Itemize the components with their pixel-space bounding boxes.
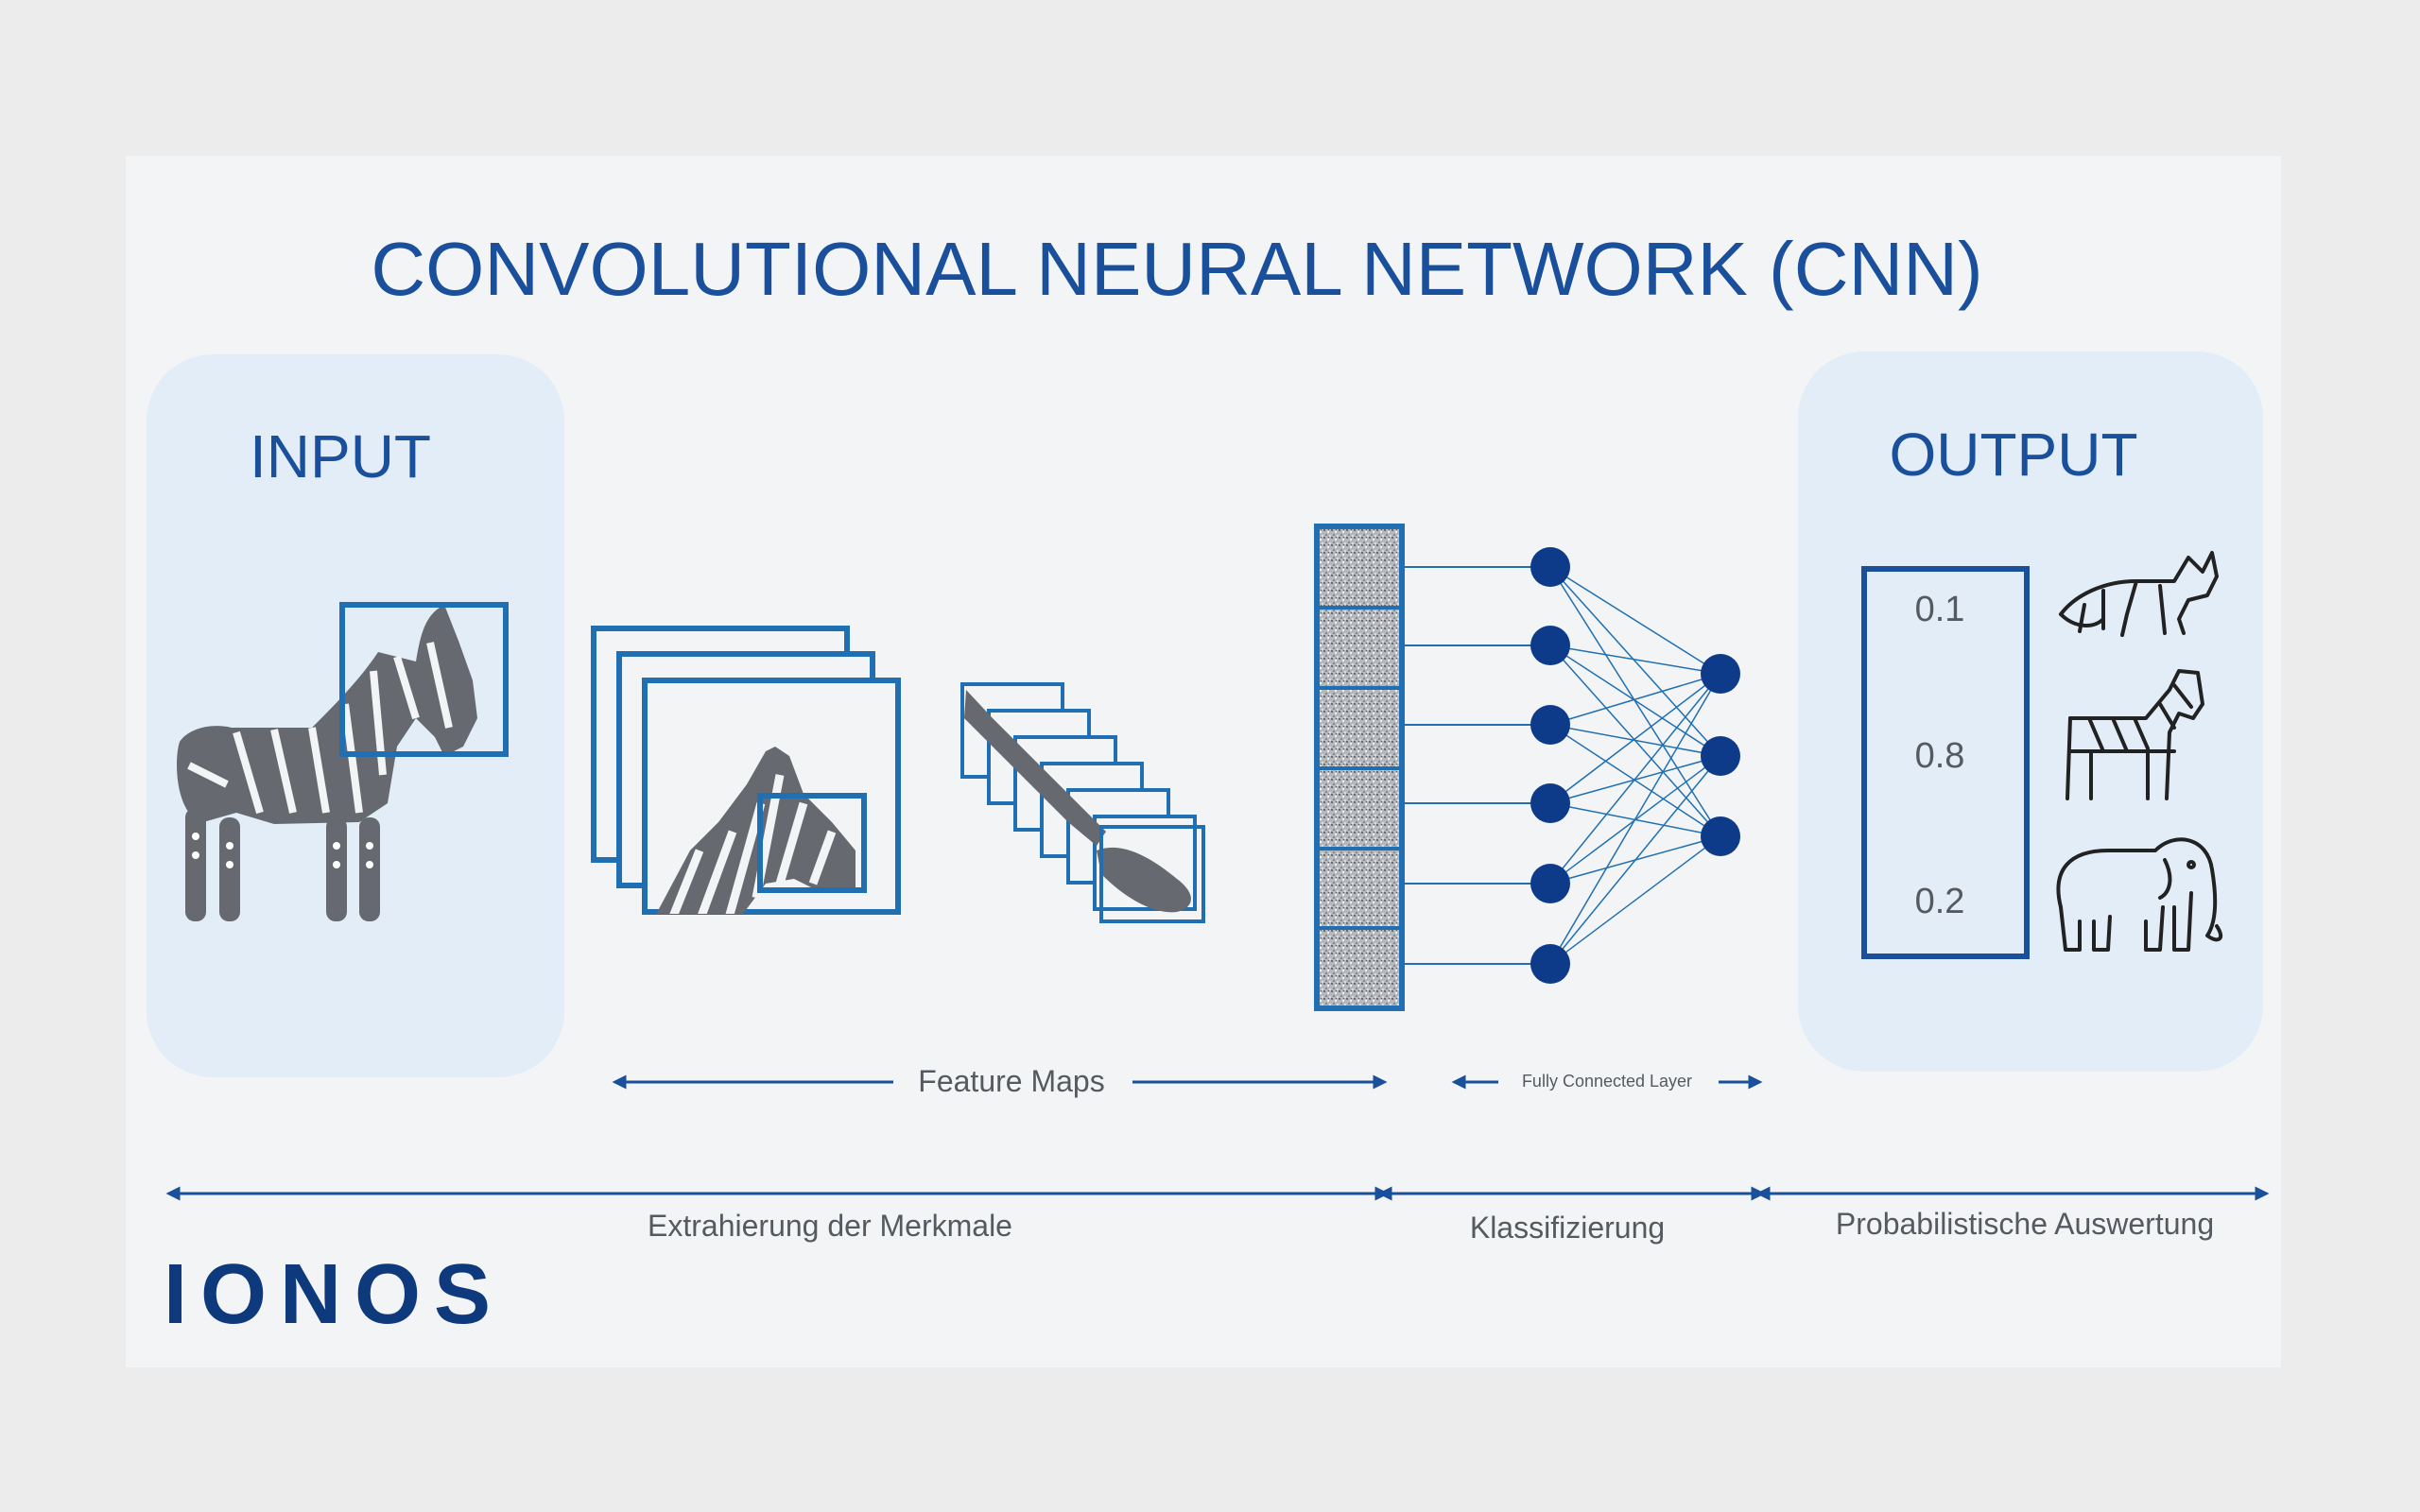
hidden-neuron bbox=[1530, 864, 1570, 903]
hidden-neuron bbox=[1530, 705, 1570, 745]
output-neuron bbox=[1701, 736, 1740, 776]
stage-extraction-label: Extrahierung der Merkmale bbox=[648, 1209, 1012, 1243]
elephant-icon bbox=[2056, 837, 2223, 952]
probability-zebra: 0.8 bbox=[1915, 736, 1965, 776]
feature-maps-label: Feature Maps bbox=[918, 1064, 1104, 1098]
fc-edge bbox=[1549, 644, 1721, 675]
fully-connected-network bbox=[1402, 547, 1740, 984]
fc-edge bbox=[1549, 673, 1721, 726]
fc-edge bbox=[1549, 673, 1721, 965]
output-neuron bbox=[1701, 654, 1740, 694]
stage-evaluation-label: Probabilistische Auswertung bbox=[1836, 1207, 2214, 1241]
fc-edge bbox=[1549, 724, 1721, 757]
receptive-field-box bbox=[339, 602, 509, 757]
input-label: INPUT bbox=[250, 422, 431, 490]
fc-edge bbox=[1549, 673, 1721, 885]
fc-edge bbox=[1549, 755, 1721, 965]
flatten-layer bbox=[1314, 524, 1405, 1011]
fully-connected-label: Fully Connected Layer bbox=[1522, 1072, 1692, 1091]
fox-icon bbox=[2059, 551, 2219, 637]
hidden-neuron bbox=[1530, 626, 1570, 665]
zebra-class-icon bbox=[2066, 669, 2204, 800]
hidden-neuron bbox=[1530, 783, 1570, 823]
probability-elephant: 0.2 bbox=[1915, 882, 1965, 921]
feature-map-stack-small bbox=[960, 682, 1205, 923]
output-neuron bbox=[1701, 816, 1740, 856]
stage-classification-label: Klassifizierung bbox=[1470, 1211, 1665, 1245]
fc-edge bbox=[1549, 673, 1721, 804]
probability-vector bbox=[1861, 566, 2030, 959]
diagram-title: CONVOLUTIONAL NEURAL NETWORK (CNN) bbox=[371, 227, 1982, 311]
fc-edge bbox=[1549, 566, 1721, 675]
fc-edge bbox=[1549, 724, 1721, 837]
output-panel bbox=[1798, 352, 2263, 1072]
output-label: OUTPUT bbox=[1889, 421, 2137, 489]
input-zebra-icon bbox=[177, 605, 477, 921]
fully-connected-span: Fully Connected Layer bbox=[1451, 1072, 1763, 1091]
ionos-logo: IONOS bbox=[164, 1247, 504, 1342]
feature-map-stack-large bbox=[591, 626, 901, 915]
feature-maps-span: Feature Maps bbox=[612, 1064, 1388, 1098]
probability-fox: 0.1 bbox=[1915, 590, 1965, 629]
hidden-neuron bbox=[1530, 547, 1570, 587]
fc-edge bbox=[1549, 566, 1721, 757]
hidden-neuron bbox=[1530, 944, 1570, 984]
fc-edge bbox=[1549, 835, 1721, 965]
fc-edge bbox=[1549, 644, 1721, 757]
